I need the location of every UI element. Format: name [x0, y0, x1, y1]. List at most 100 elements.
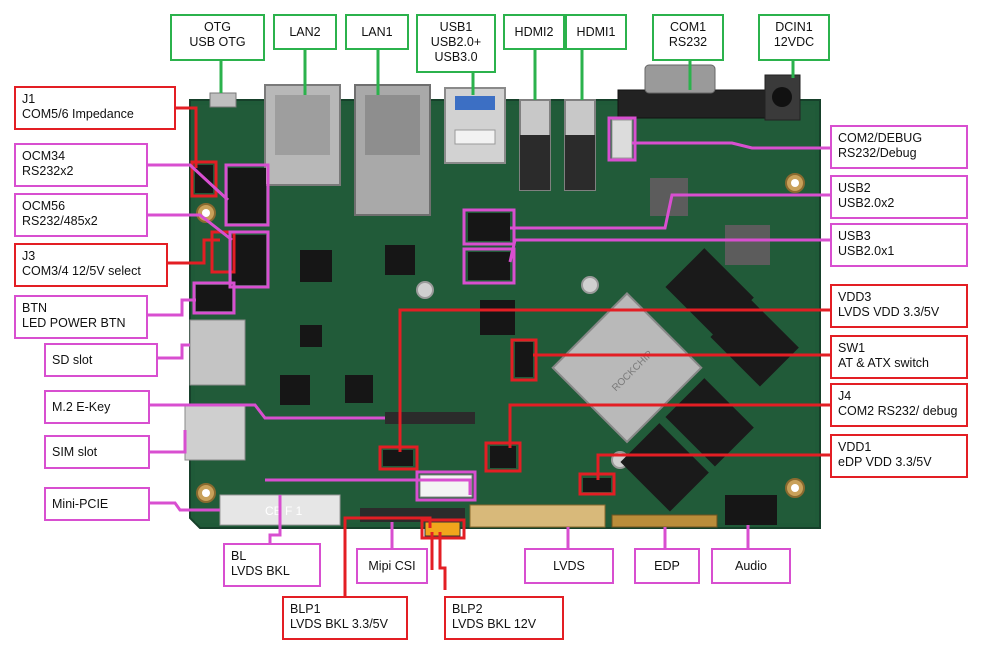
label-sw1: SW1 AT & ATX switch: [830, 335, 968, 379]
label-mini-pcie: Mini-PCIE: [44, 487, 150, 521]
vdd1-leader: [596, 453, 830, 480]
label-blp2-desc: LVDS BKL 12V: [452, 617, 537, 631]
label-audio-title: Audio: [735, 558, 767, 573]
label-j3-desc: COM3/4 12/5V select: [22, 264, 141, 278]
label-blp2: BLP2 LVDS BKL 12V: [444, 596, 564, 640]
label-dcin1-desc: 12VDC: [773, 35, 815, 49]
btn-leader: [148, 298, 196, 317]
sim-leader: [150, 430, 187, 454]
label-usb1-desc: USB2.0+: [430, 35, 482, 49]
usb3-header: [468, 252, 510, 280]
usb2-leader: [510, 193, 830, 230]
label-blp1-title: BLP1: [290, 602, 321, 616]
label-sd-slot: SD slot: [44, 343, 158, 377]
label-otg: OTG USB OTG: [170, 14, 265, 61]
label-ocm56: OCM56 RS232/485x2: [14, 193, 148, 237]
label-blp1: BLP1 LVDS BKL 3.3/5V: [282, 596, 408, 640]
label-ocm34-title: OCM34: [22, 149, 66, 163]
label-hdmi2-title: HDMI2: [514, 24, 554, 39]
label-edp-title: EDP: [654, 558, 680, 573]
blp1-leader: [343, 516, 432, 600]
label-btn-title: BTN: [22, 301, 47, 315]
label-usb3: USB3 USB2.0x1: [830, 223, 968, 267]
label-com2-title: COM2/DEBUG: [838, 131, 923, 145]
label-vdd1-desc: eDP VDD 3.3/5V: [838, 455, 932, 469]
usb2-header: [468, 213, 510, 241]
label-usb3-desc: USB2.0x1: [838, 244, 895, 258]
ram-chip: [620, 423, 709, 512]
label-lan2: LAN2: [273, 14, 337, 50]
label-vdd3-title: VDD3: [838, 290, 872, 304]
audio-header: [725, 495, 777, 525]
label-usb2-title: USB2: [838, 181, 871, 195]
label-j1-desc: COM5/6 Impedance: [22, 107, 134, 121]
label-hdmi2: HDMI2: [503, 14, 565, 50]
label-j4-desc: COM2 RS232/ debug: [838, 404, 958, 418]
sim-slot: [184, 404, 246, 461]
label-mini-pcie-title: Mini-PCIE: [52, 496, 109, 511]
label-vdd1-title: VDD1: [838, 440, 872, 454]
label-usb1-title: USB1: [439, 20, 473, 34]
label-j4-title: J4: [838, 389, 852, 403]
ram-chip: [665, 248, 754, 337]
sd-leader: [158, 343, 190, 360]
label-lvds: LVDS: [524, 548, 614, 584]
label-sw1-title: SW1: [838, 341, 866, 355]
label-com1-title: COM1: [669, 20, 707, 34]
label-bl-desc: LVDS BKL: [231, 564, 290, 578]
label-edp: EDP: [634, 548, 700, 584]
label-j4: J4 COM2 RS232/ debug: [830, 383, 968, 427]
label-lan1: LAN1: [345, 14, 409, 50]
com2-leader: [632, 141, 830, 150]
label-sim-slot: SIM slot: [44, 435, 150, 469]
label-usb1-desc2: USB3.0: [434, 50, 478, 64]
label-m2: M.2 E-Key: [44, 390, 150, 424]
label-ocm34-desc: RS232x2: [22, 164, 74, 178]
label-m2-title: M.2 E-Key: [52, 399, 111, 414]
label-sim-slot-title: SIM slot: [52, 444, 98, 459]
sd-slot: [189, 319, 246, 386]
label-audio: Audio: [711, 548, 791, 584]
label-dcin1: DCIN1 12VDC: [758, 14, 830, 61]
vdd3-jumper: [383, 450, 413, 466]
ocm56-header: [232, 235, 266, 285]
com1-connector: [617, 89, 774, 119]
label-usb2-desc: USB2.0x2: [838, 196, 895, 210]
label-otg-desc: USB OTG: [189, 35, 246, 49]
pcie-leader: [150, 501, 220, 512]
label-mipi-csi-title: Mipi CSI: [368, 558, 416, 573]
label-usb2: USB2 USB2.0x2: [830, 175, 968, 219]
label-j3-title: J3: [22, 249, 36, 263]
label-usb1: USB1 USB2.0+ USB3.0: [416, 14, 496, 73]
label-j3: J3 COM3/4 12/5V select: [14, 243, 168, 287]
label-bl: BL LVDS BKL: [223, 543, 321, 587]
label-vdd3-desc: LVDS VDD 3.3/5V: [838, 305, 940, 319]
ocm34-header: [228, 168, 266, 223]
label-lan2-title: LAN2: [289, 24, 321, 39]
label-com1: COM1 RS232: [652, 14, 724, 61]
ce-mark: CE F 1: [265, 504, 303, 518]
label-j1-title: J1: [22, 92, 36, 106]
label-vdd1: VDD1 eDP VDD 3.3/5V: [830, 434, 968, 478]
label-sw1-desc: AT & ATX switch: [838, 356, 929, 370]
com2-debug-header: [611, 119, 633, 159]
label-btn-desc: LED POWER BTN: [22, 316, 126, 330]
ocm34-leader: [148, 163, 230, 202]
btn-header: [196, 285, 232, 311]
label-usb3-title: USB3: [838, 229, 871, 243]
m2-connector: [385, 412, 475, 424]
bl-connector: [419, 474, 473, 498]
label-j1: J1 COM5/6 Impedance: [14, 86, 176, 130]
j4-leader: [508, 403, 830, 448]
label-com2-desc: RS232/Debug: [838, 146, 917, 160]
label-bl-title: BL: [231, 549, 247, 563]
lvds-connector: [469, 504, 606, 528]
label-otg-title: OTG: [203, 20, 232, 34]
blp2-leader: [438, 532, 447, 590]
ram-chip: [710, 298, 799, 387]
ram-chip: [665, 378, 754, 467]
label-hdmi1: HDMI1: [565, 14, 627, 50]
bl-leader: [268, 495, 282, 548]
